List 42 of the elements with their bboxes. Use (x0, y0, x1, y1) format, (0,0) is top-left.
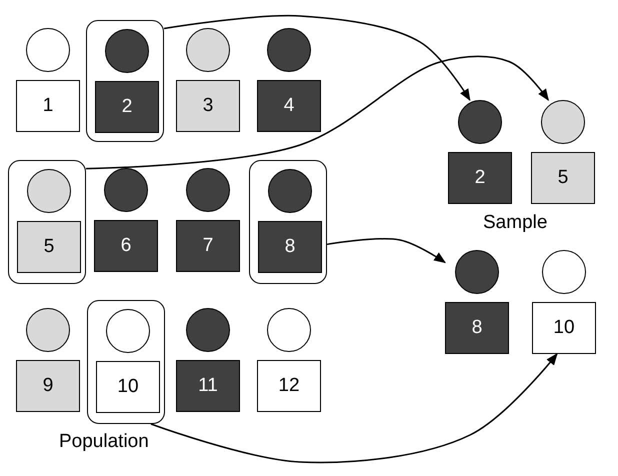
person-figure (16, 28, 80, 132)
person-number: 3 (176, 80, 240, 132)
population-label: Population (59, 431, 149, 453)
person-figure (96, 309, 160, 413)
person-number: 12 (257, 360, 321, 412)
person-number: 7 (176, 220, 240, 272)
selection-frame (86, 20, 164, 142)
person-number: 4 (257, 80, 321, 132)
person-number: 2 (95, 81, 159, 133)
person-number: 9 (16, 360, 80, 412)
person-figure (176, 308, 240, 412)
person-figure (176, 168, 240, 272)
person-number: 2 (448, 152, 512, 204)
arrow (150, 353, 558, 464)
selection-frame (87, 300, 165, 424)
person-figure (532, 250, 596, 354)
person-figure (94, 168, 158, 272)
selection-frame (8, 160, 86, 284)
arrow (86, 56, 549, 170)
person-number: 8 (445, 302, 509, 354)
person-number: 5 (17, 221, 81, 273)
person-number: 6 (94, 220, 158, 272)
person-number: 5 (531, 152, 595, 204)
person-figure (445, 250, 509, 354)
arrow (164, 14, 470, 102)
person-figure (95, 29, 159, 133)
person-figure (258, 169, 322, 273)
arrow (326, 238, 446, 264)
person-figure (16, 308, 80, 412)
person-figure (448, 100, 512, 204)
person-figure (257, 308, 321, 412)
person-number: 11 (176, 360, 240, 412)
person-number: 8 (258, 221, 322, 273)
person-figure (257, 28, 321, 132)
person-number: 1 (16, 80, 80, 132)
person-figure (17, 169, 81, 273)
person-figure (531, 100, 595, 204)
person-figure (176, 28, 240, 132)
sample-label: Sample (483, 212, 548, 234)
selection-frame (249, 160, 327, 284)
person-number: 10 (532, 302, 596, 354)
person-number: 10 (96, 361, 160, 413)
